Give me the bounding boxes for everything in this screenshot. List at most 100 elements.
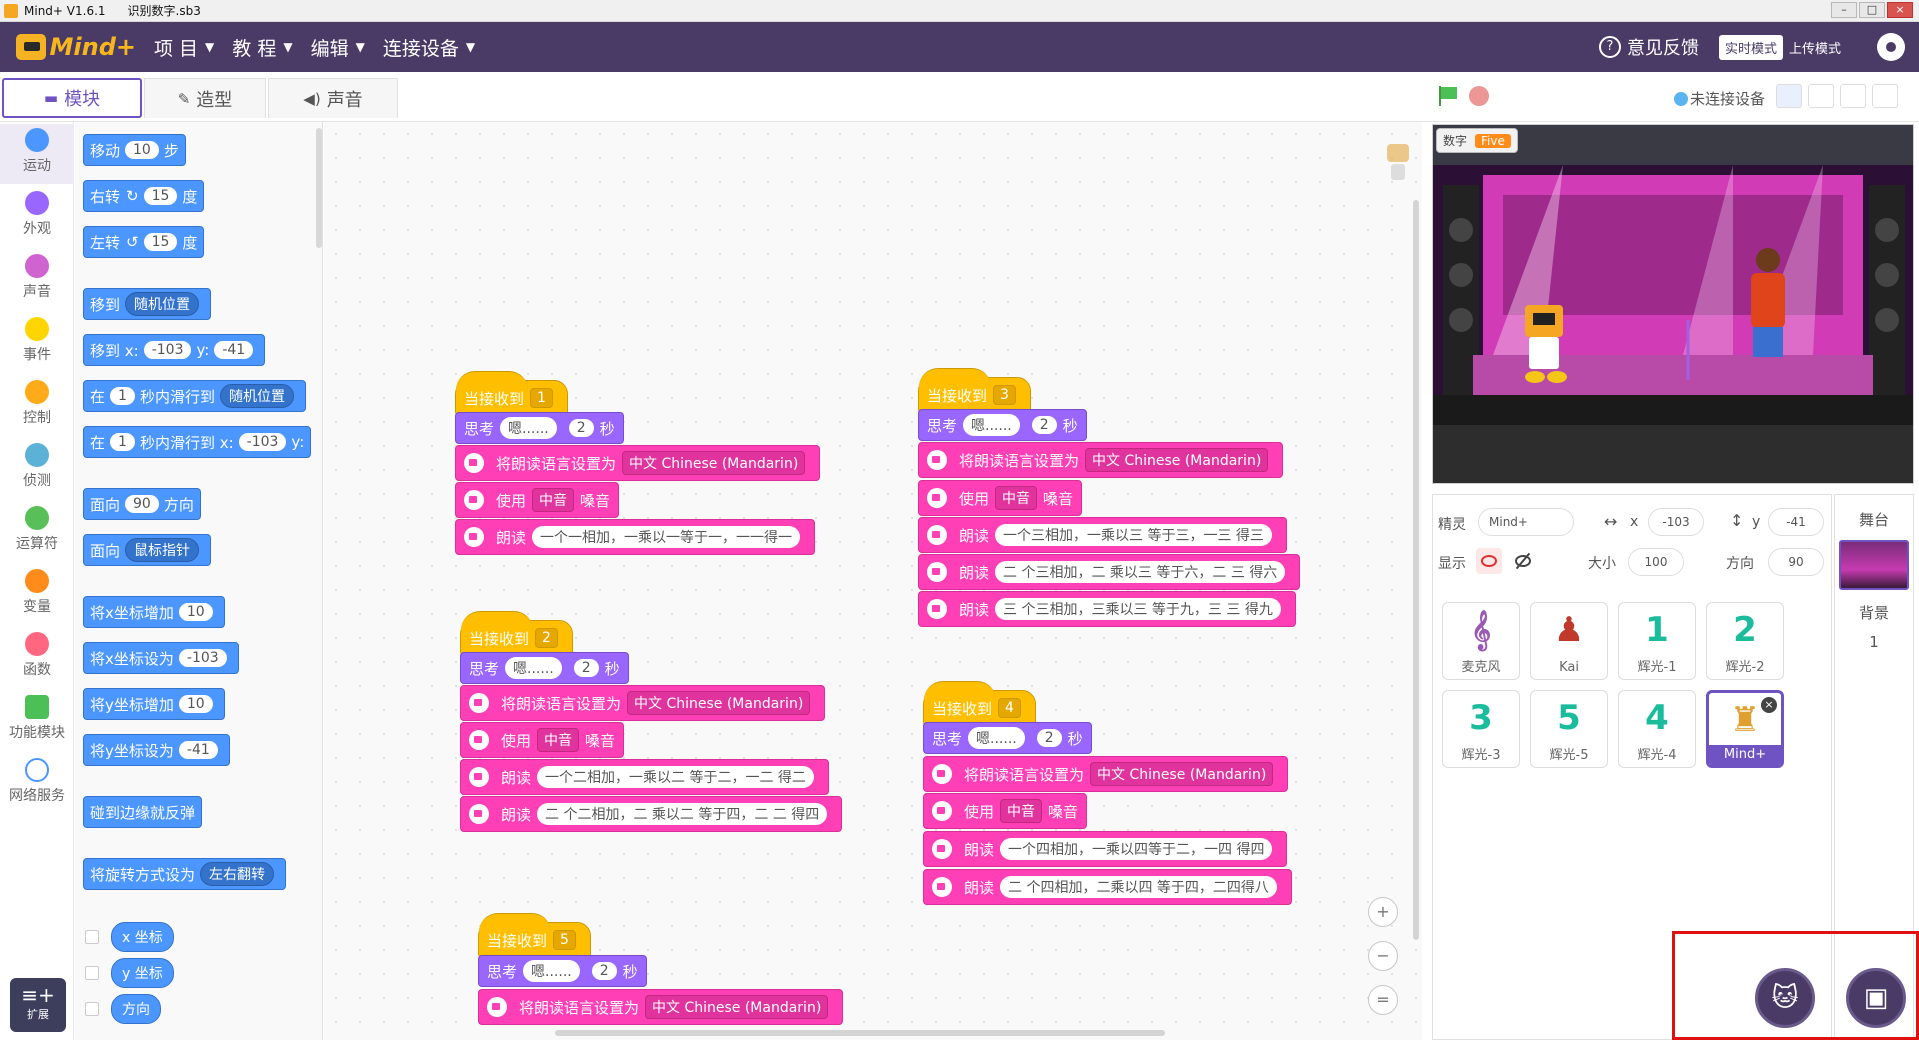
- reporter-x-position[interactable]: x 坐标: [85, 922, 174, 952]
- hide-stage-button[interactable]: [1840, 84, 1866, 108]
- maximize-button[interactable]: □: [1859, 2, 1885, 18]
- feedback-link[interactable]: 意见反馈: [1626, 38, 1699, 59]
- sprite-tile[interactable]: 𝄞麦克风: [1442, 602, 1520, 680]
- speak-block[interactable]: 朗读二 个三相加，二 乘以三 等于六，二 三 得六: [918, 554, 1301, 590]
- palette-set-y-block[interactable]: 将y坐标设为-41: [83, 734, 230, 766]
- palette-goto-block[interactable]: 移到随机位置: [83, 288, 212, 320]
- fullscreen-icon[interactable]: [1872, 84, 1898, 108]
- tab-blocks[interactable]: ▬模块: [2, 78, 142, 118]
- script-vertical-scrollbar[interactable]: [1413, 200, 1419, 940]
- speak-block[interactable]: 朗读一个三相加，一乘以三 等于三，一三 得三: [918, 517, 1287, 553]
- speak-block[interactable]: 朗读一个二相加，一乘以二 等于二，一二 得二: [460, 759, 829, 795]
- script-horizontal-scrollbar[interactable]: [555, 1030, 1165, 1036]
- category-control[interactable]: 控制: [0, 376, 74, 436]
- set-voice-block[interactable]: 使用中音嗓音: [923, 793, 1088, 829]
- set-voice-block[interactable]: 使用中音嗓音: [918, 480, 1083, 516]
- category-motion[interactable]: 运动: [0, 124, 74, 184]
- speak-block[interactable]: 朗读二 个四相加，二乘以四 等于四，二四得八: [923, 869, 1292, 905]
- backdrop-thumbnail[interactable]: [1839, 540, 1909, 590]
- set-tts-language-block[interactable]: 将朗读语言设置为中文 Chinese (Mandarin): [918, 442, 1284, 478]
- set-voice-block[interactable]: 使用中音嗓音: [460, 722, 625, 758]
- zoom-in-button[interactable]: +: [1368, 897, 1398, 927]
- upload-mode-button[interactable]: 上传模式: [1788, 41, 1841, 57]
- menu-connect-device[interactable]: 连接设备▼: [382, 37, 476, 60]
- sprite-tile[interactable]: ♟Kai: [1530, 602, 1608, 680]
- menu-tutorial[interactable]: 教 程▼: [232, 37, 293, 60]
- extensions-button[interactable]: ≡+扩展: [10, 978, 66, 1032]
- zoom-out-button[interactable]: −: [1368, 941, 1398, 971]
- checkbox[interactable]: [85, 966, 99, 980]
- close-button[interactable]: ×: [1887, 2, 1913, 18]
- category-variables[interactable]: 变量: [0, 565, 74, 625]
- minimize-button[interactable]: –: [1831, 2, 1857, 18]
- speak-block[interactable]: 朗读一个四相加，一乘以四等于二，一四 得四: [923, 831, 1288, 867]
- set-tts-language-block[interactable]: 将朗读语言设置为中文 Chinese (Mandarin): [460, 685, 826, 721]
- sprite-name-input[interactable]: Mind+: [1478, 508, 1574, 536]
- sprite-tile-selected[interactable]: ♜×Mind+: [1706, 690, 1784, 768]
- set-tts-language-block[interactable]: 将朗读语言设置为中文 Chinese (Mandarin): [455, 445, 821, 481]
- show-sprite-eye-icon[interactable]: [1476, 548, 1502, 574]
- hide-sprite-eye-icon[interactable]: [1510, 548, 1536, 574]
- tab-costumes[interactable]: ✎造型: [144, 78, 266, 118]
- palette-scrollbar[interactable]: [316, 128, 322, 248]
- checkbox[interactable]: [85, 930, 99, 944]
- add-backdrop-button[interactable]: ▣: [1846, 968, 1906, 1028]
- small-stage-layout-button[interactable]: [1776, 84, 1802, 108]
- x-position-input[interactable]: -103: [1648, 508, 1704, 536]
- palette-bounce-block[interactable]: 碰到边缘就反弹: [83, 796, 203, 828]
- speak-block[interactable]: 朗读二 个二相加，二 乘以二 等于四，二 二 得四: [460, 796, 843, 832]
- set-tts-language-block[interactable]: 将朗读语言设置为中文 Chinese (Mandarin): [923, 756, 1289, 792]
- tab-sounds[interactable]: ◀)声音: [268, 78, 398, 118]
- category-looks[interactable]: 外观: [0, 187, 74, 247]
- reporter-y-position[interactable]: y 坐标: [85, 958, 174, 988]
- palette-rotation-style-block[interactable]: 将旋转方式设为左右翻转: [83, 858, 287, 890]
- category-functions[interactable]: 函数: [0, 628, 74, 688]
- category-network[interactable]: 网络服务: [0, 754, 74, 814]
- add-sprite-button[interactable]: 🐱: [1755, 968, 1815, 1028]
- stage-canvas[interactable]: [1432, 124, 1914, 484]
- help-icon[interactable]: ?: [1598, 36, 1621, 58]
- speak-block[interactable]: 朗读三 个三相加，三乘以三 等于九，三 三 得九: [918, 591, 1296, 627]
- direction-input[interactable]: 90: [1768, 548, 1824, 576]
- y-position-input[interactable]: -41: [1768, 508, 1824, 536]
- category-sound[interactable]: 声音: [0, 250, 74, 310]
- category-sensing[interactable]: 侦测: [0, 439, 74, 499]
- speak-block[interactable]: 朗读一个一相加，一乘以一等于一，一一得一: [455, 519, 816, 555]
- menu-project[interactable]: 项 目▼: [154, 37, 215, 60]
- stage-selector[interactable]: 舞台 背景 1: [1834, 494, 1914, 1040]
- green-flag-icon[interactable]: [1437, 86, 1459, 106]
- category-function-modules[interactable]: 功能模块: [0, 691, 74, 751]
- set-voice-block[interactable]: 使用中音嗓音: [455, 482, 620, 518]
- size-input[interactable]: 100: [1628, 548, 1684, 576]
- normal-stage-layout-button[interactable]: [1808, 84, 1834, 108]
- reporter-direction[interactable]: 方向: [85, 994, 161, 1024]
- palette-set-x-block[interactable]: 将x坐标设为-103: [83, 642, 239, 674]
- live-mode-button[interactable]: 实时模式: [1718, 34, 1783, 60]
- gear-icon[interactable]: [1877, 33, 1905, 61]
